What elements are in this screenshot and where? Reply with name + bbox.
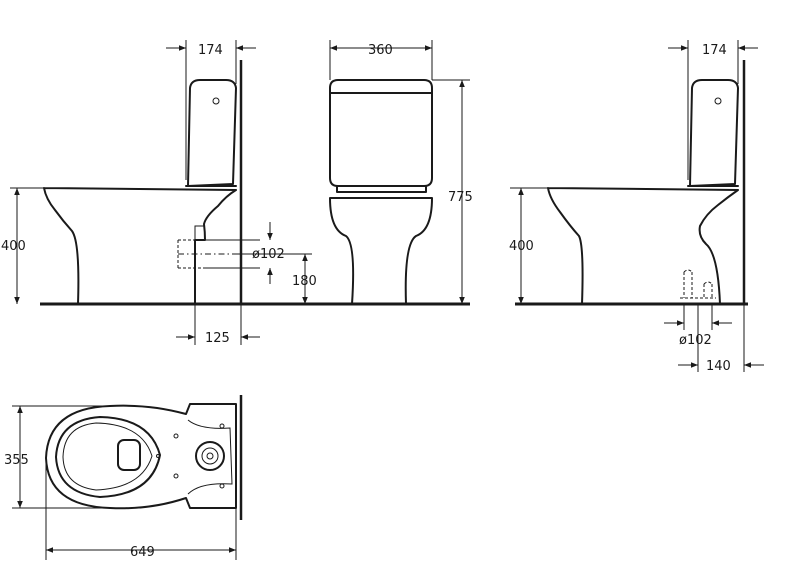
dim-right-outlet-offset: 140 <box>706 359 731 374</box>
side-view-vertical-outlet <box>515 60 748 306</box>
dim-outlet-height: 180 <box>292 274 317 289</box>
dim-outlet-offset: 125 <box>205 331 230 346</box>
dim-plan-length: 649 <box>130 545 155 560</box>
cistern-outline <box>187 79 237 187</box>
dim-right-outlet-diameter: ø102 <box>679 333 712 348</box>
dim-left-cistern-depth: 174 <box>198 43 223 58</box>
dim-right-bowl-height: 400 <box>509 239 534 254</box>
front-view: 360 775 <box>245 40 473 306</box>
left-dimensions: 174 400 ø102 180 125 <box>1 40 317 346</box>
flush-button-icon <box>714 97 722 105</box>
dim-overall-height: 775 <box>448 190 473 205</box>
plan-dimensions: 355 649 <box>4 405 237 560</box>
right-dimensions: 174 400 ø102 140 <box>509 40 764 374</box>
dim-front-width: 360 <box>368 43 393 58</box>
flush-button-icon <box>212 97 220 105</box>
bowl-outline <box>43 187 237 305</box>
dim-plan-width: 355 <box>4 453 29 468</box>
plan-drain-opening <box>117 439 141 471</box>
dim-left-bowl-height: 400 <box>1 239 26 254</box>
front-cistern-outline <box>329 79 433 187</box>
plan-outer-outline <box>45 403 237 510</box>
cistern-outline <box>689 79 739 187</box>
front-bowl-outline <box>329 185 433 305</box>
plan-outlet-ring <box>195 441 225 471</box>
plan-bowl-inner <box>55 416 161 498</box>
bowl-outline <box>547 187 739 305</box>
side-view-horizontal-outlet <box>40 60 245 306</box>
plan-view <box>45 395 243 520</box>
dim-right-cistern-depth: 174 <box>702 43 727 58</box>
